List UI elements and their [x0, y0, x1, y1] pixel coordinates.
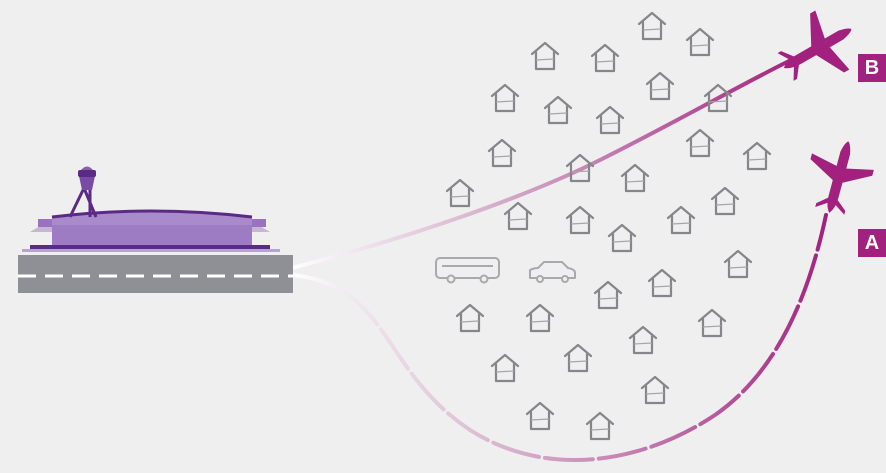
houses-cluster — [447, 13, 770, 439]
house-icon — [725, 251, 751, 277]
house-icon — [597, 107, 623, 133]
house-icon — [489, 140, 515, 166]
house-icon — [642, 377, 668, 403]
house-icon — [532, 43, 558, 69]
house-icon — [505, 203, 531, 229]
house-icon — [527, 305, 553, 331]
route-b-path — [292, 58, 795, 268]
house-icon — [567, 207, 593, 233]
house-icon — [545, 97, 571, 123]
house-icon — [587, 413, 613, 439]
house-icon — [639, 13, 665, 39]
house-icon — [622, 165, 648, 191]
bus-icon — [436, 258, 499, 283]
house-icon — [668, 207, 694, 233]
house-icon — [592, 45, 618, 71]
house-icon — [712, 188, 738, 214]
house-icon — [492, 85, 518, 111]
house-icon — [649, 270, 675, 296]
house-icon — [699, 310, 725, 336]
house-icon — [687, 130, 713, 156]
house-icon — [565, 345, 591, 371]
route-a-label: A — [858, 229, 886, 257]
route-b-label: B — [858, 54, 886, 82]
house-icon — [447, 180, 473, 206]
house-icon — [687, 29, 713, 55]
route-a-path — [292, 215, 826, 460]
house-icon — [609, 225, 635, 251]
house-icon — [647, 73, 673, 99]
car-icon — [530, 262, 575, 282]
house-icon — [744, 143, 770, 169]
airplane-icon — [767, 0, 869, 97]
house-icon — [630, 327, 656, 353]
house-icon — [595, 282, 621, 308]
terminal-icon — [22, 211, 280, 252]
house-icon — [457, 305, 483, 331]
house-icon — [492, 355, 518, 381]
runway-icon — [18, 255, 293, 293]
control-tower-icon — [70, 167, 96, 218]
house-icon — [527, 403, 553, 429]
airplane-icon — [798, 133, 879, 221]
